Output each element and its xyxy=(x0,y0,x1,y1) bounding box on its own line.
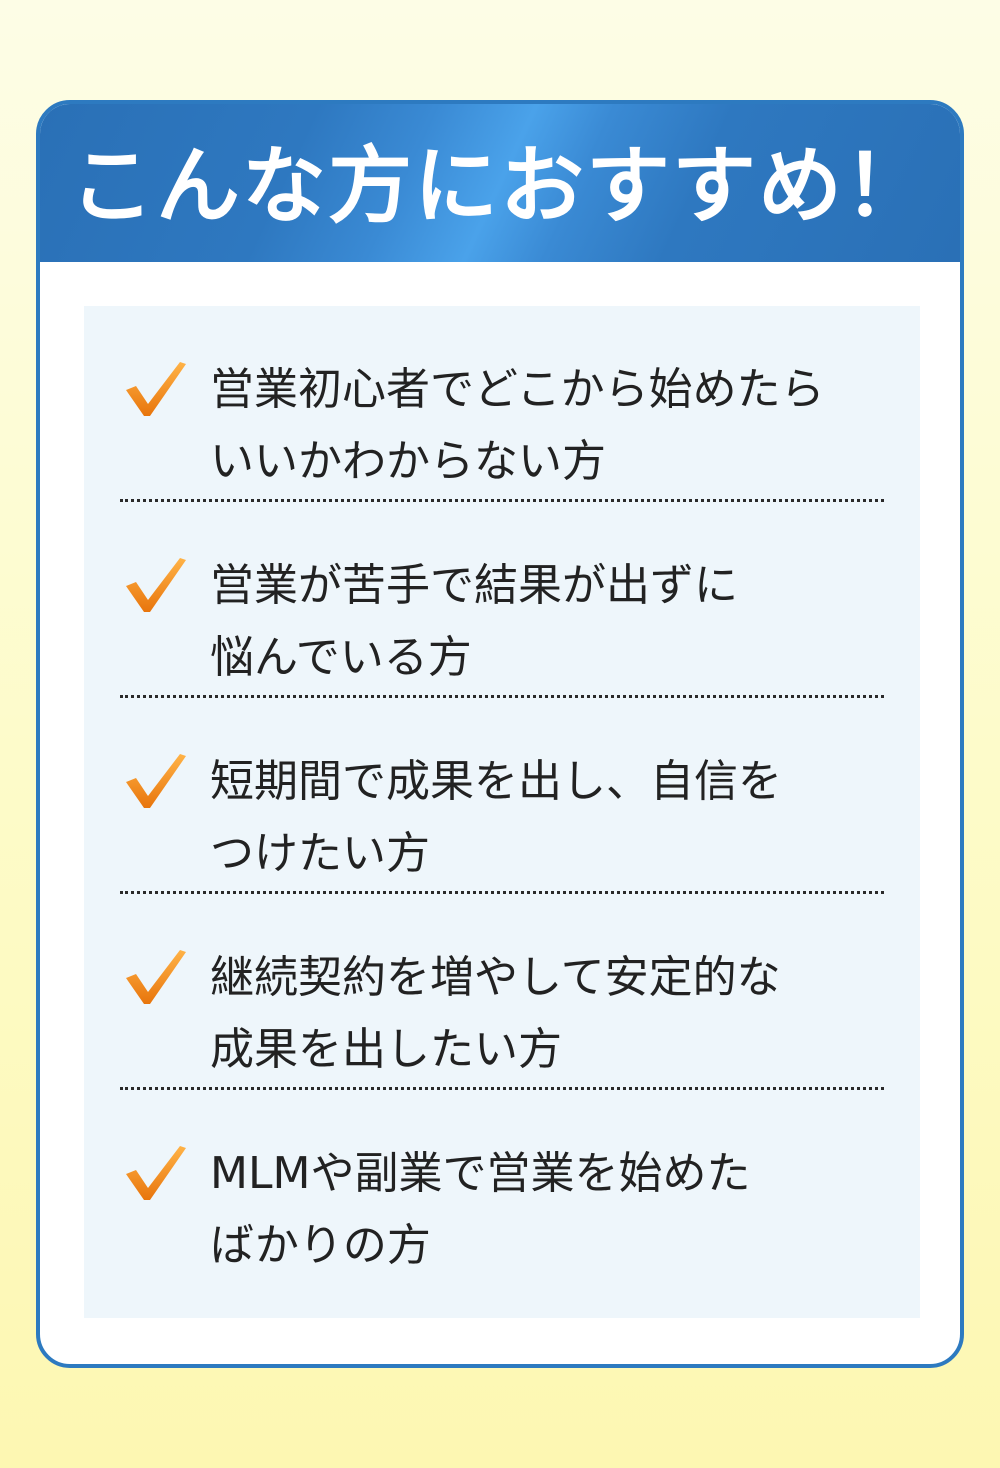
list-item-line-2: 悩んでいる方 xyxy=(210,632,472,683)
list-item: 営業初心者でどこから始めたら いいかわからない方 xyxy=(120,306,884,502)
orange-check-icon xyxy=(126,754,186,808)
list-item-line-2: つけたい方 xyxy=(210,828,430,879)
list-item: 継続契約を増やして安定的な 成果を出したい方 xyxy=(120,894,884,1090)
recommendation-list: 営業初心者でどこから始めたら いいかわからない方 営業が苦手で結果が出ずに 悩ん… xyxy=(84,306,920,1318)
list-item-line-2: 成果を出したい方 xyxy=(210,1024,562,1075)
orange-check-icon xyxy=(126,1146,186,1200)
list-item: 営業が苦手で結果が出ずに 悩んでいる方 xyxy=(120,502,884,698)
orange-check-icon xyxy=(126,362,186,416)
list-item-line-1: 営業初心者でどこから始めたら xyxy=(210,364,825,415)
card-header: こんな方におすすめ！ xyxy=(40,104,960,262)
card-title: こんな方におすすめ！ xyxy=(69,136,930,235)
list-item-line-2: ばかりの方 xyxy=(210,1220,431,1271)
list-item-line-1: 短期間で成果を出し、自信を xyxy=(210,756,782,807)
list-item: MLMや副業で営業を始めた ばかりの方 xyxy=(120,1090,884,1286)
orange-check-icon xyxy=(126,558,186,612)
list-item: 短期間で成果を出し、自信を つけたい方 xyxy=(120,698,884,894)
list-item-line-1: 継続契約を増やして安定的な xyxy=(210,952,781,1003)
list-item-line-1: 営業が苦手で結果が出ずに xyxy=(210,560,738,611)
list-item-line-1: MLMや副業で営業を始めた xyxy=(210,1148,751,1199)
list-item-line-2: いいかわからない方 xyxy=(210,436,606,487)
recommendation-card: こんな方におすすめ！ 営業初心者でどこから始めたら いいかわからない方 xyxy=(36,100,964,1368)
orange-check-icon xyxy=(126,950,186,1004)
